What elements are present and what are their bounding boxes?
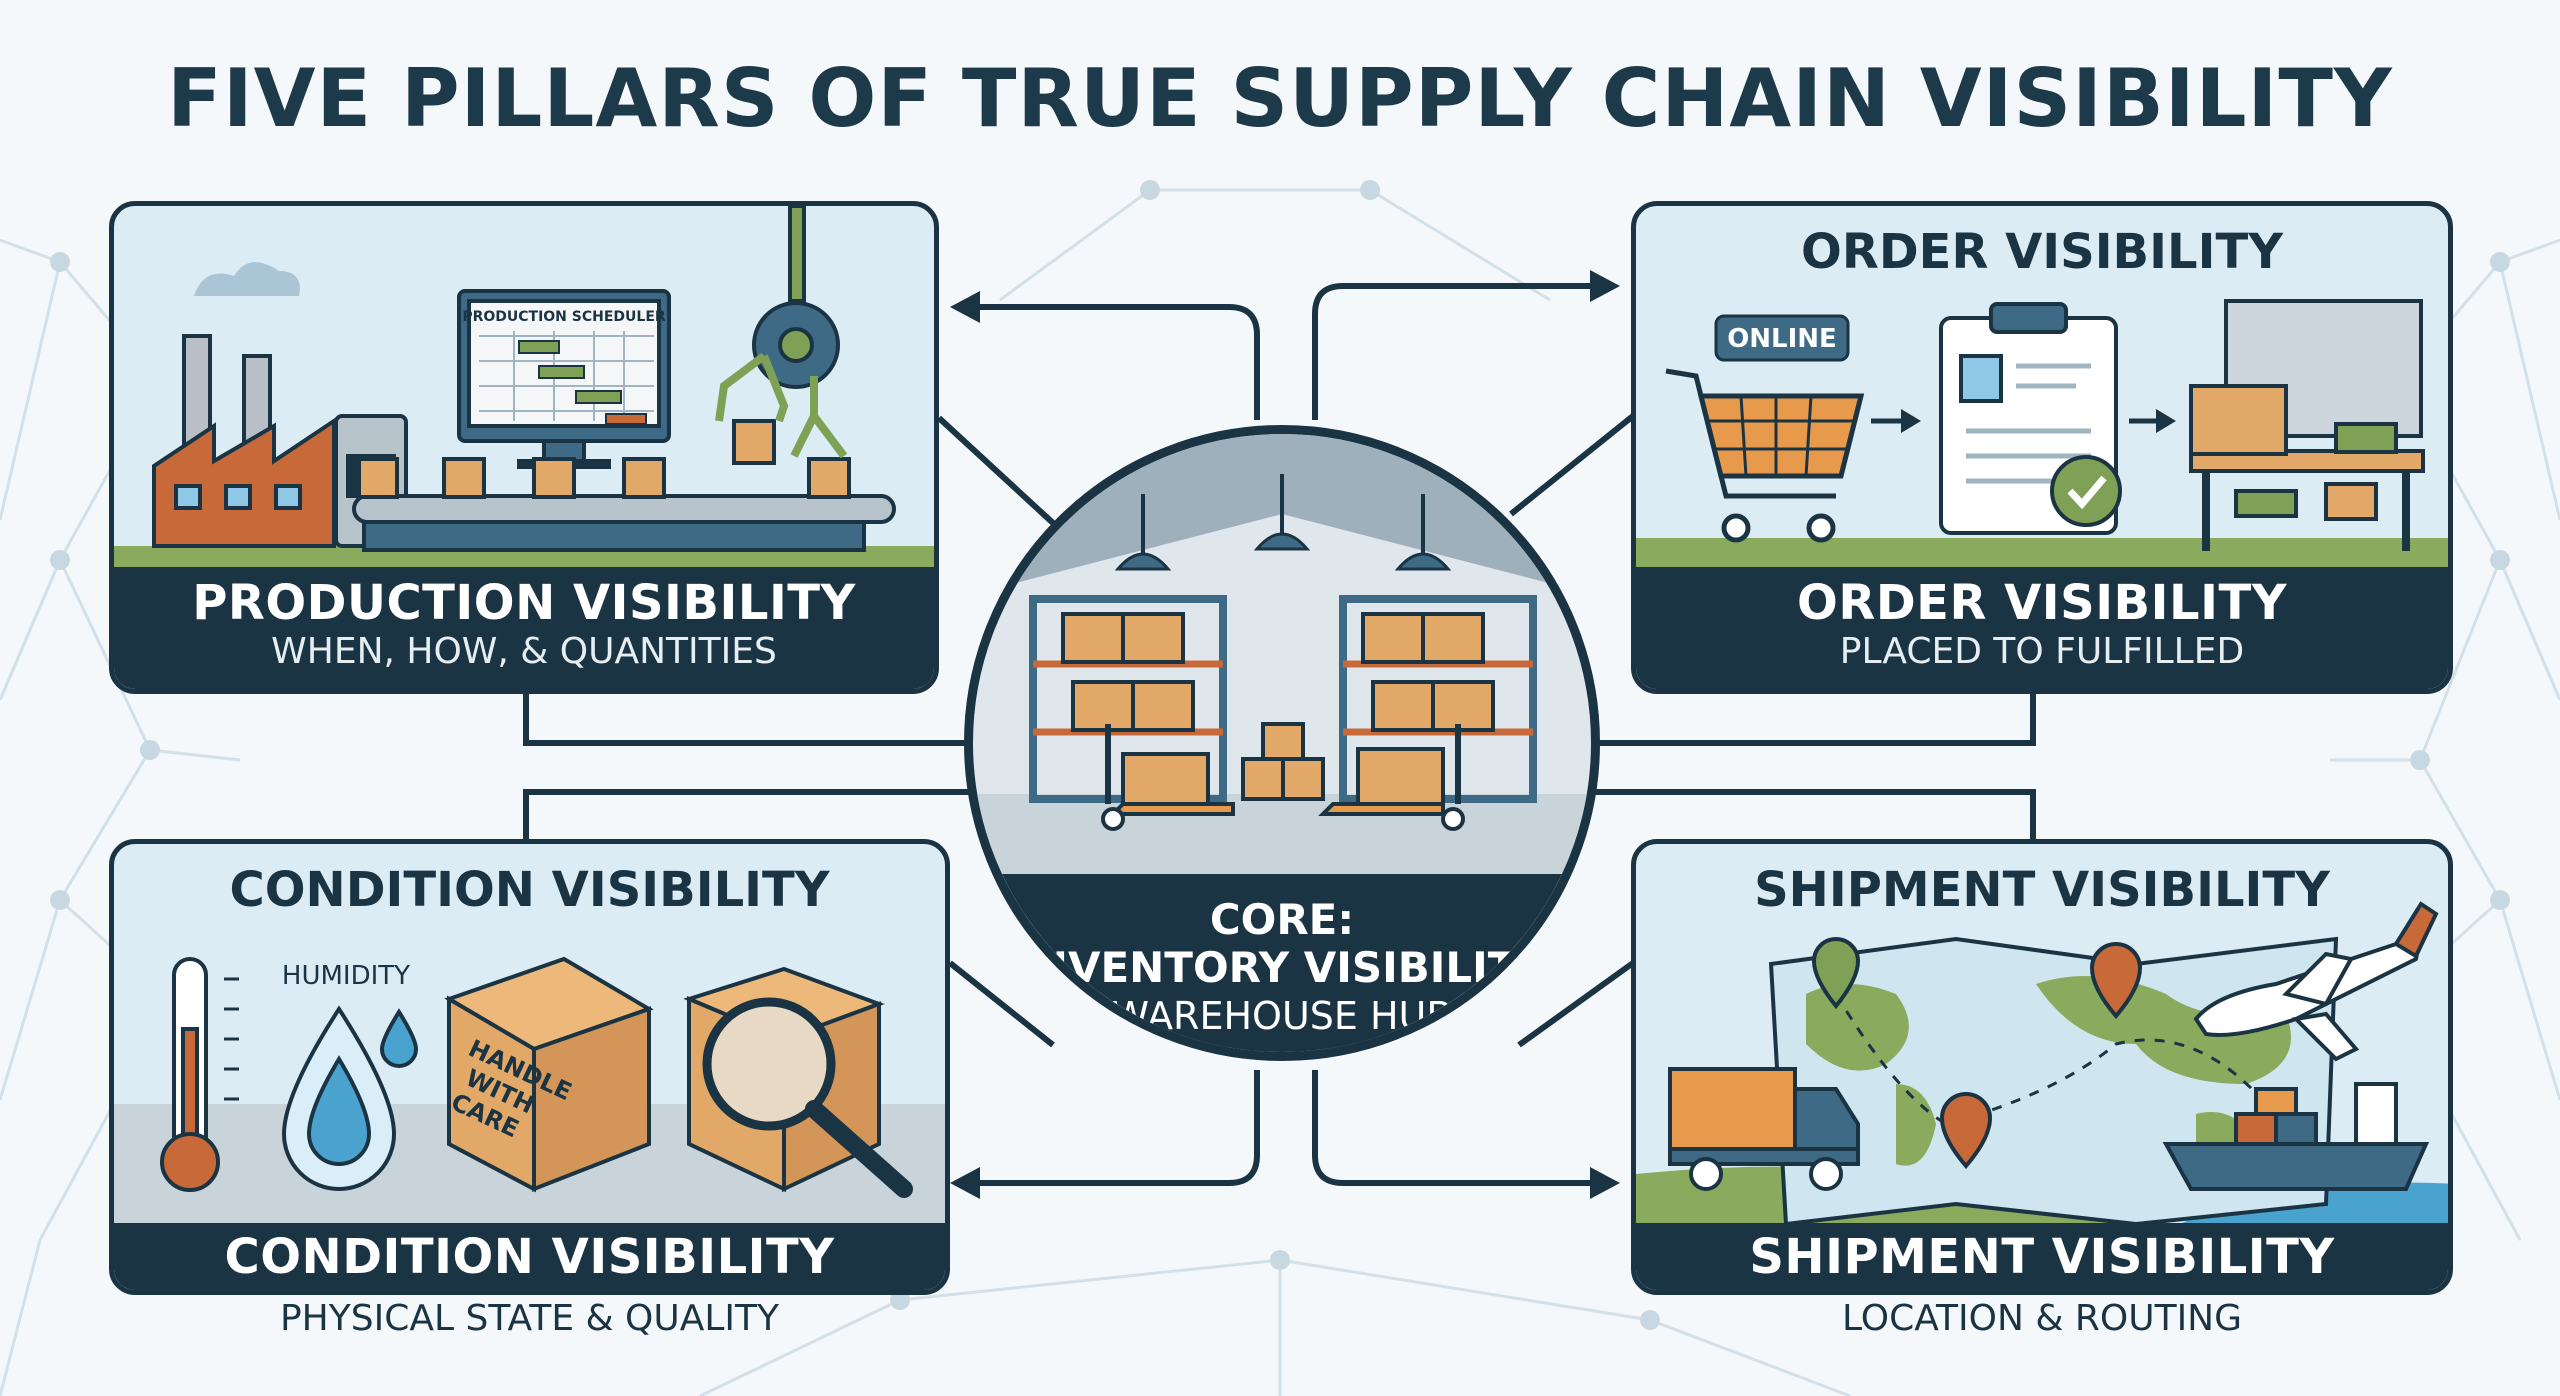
shipment-visibility-panel: SHIPMENT VISIBILITY SHIPMEN bbox=[1631, 839, 2453, 1295]
network-nodes bbox=[50, 180, 2510, 1330]
online-badge-label: ONLINE bbox=[1727, 324, 1837, 354]
shipment-caption: SHIPMENT VISIBILITY bbox=[1636, 1223, 2448, 1290]
page-title: FIVE PILLARS OF TRUE SUPPLY CHAIN VISIBI… bbox=[167, 52, 2393, 145]
shopping-cart-icon bbox=[1665, 368, 1865, 543]
condition-caption: CONDITION VISIBILITY bbox=[114, 1223, 945, 1290]
condition-header: CONDITION VISIBILITY bbox=[229, 862, 830, 918]
arrow-right-icon bbox=[2156, 409, 2176, 433]
condition-visibility-panel: CONDITION VISIBILITY HUMIDITY HANDLE WIT… bbox=[109, 839, 950, 1295]
scheduler-label: PRODUCTION SCHEDULER bbox=[462, 309, 666, 325]
order-illustration: ONLINE bbox=[1636, 299, 2448, 578]
handle-with-care-box-icon: HANDLE WITH CARE bbox=[444, 956, 654, 1193]
production-subtitle: WHEN, HOW, & QUANTITIES bbox=[271, 631, 777, 672]
arrow-right-icon bbox=[1901, 409, 1921, 433]
production-title: PRODUCTION VISIBILITY bbox=[192, 575, 856, 631]
boxes bbox=[357, 419, 851, 499]
shipment-title: SHIPMENT VISIBILITY bbox=[1749, 1229, 2335, 1285]
humidity-label: HUMIDITY bbox=[282, 961, 410, 991]
arrow-left-icon bbox=[950, 291, 980, 323]
production-illustration: PRODUCTION SCHEDULER bbox=[114, 206, 934, 586]
thermometer-icon bbox=[160, 957, 239, 1192]
inventory-hub-circle: CORE: INVENTORY VISIBILITY (WAREHOUSE HU… bbox=[964, 425, 1600, 1061]
hub-subtitle: (WAREHOUSE HUB) bbox=[1096, 994, 1468, 1038]
smoke-cloud-icon bbox=[194, 262, 300, 296]
condition-illustration: HUMIDITY HANDLE WITH CARE bbox=[114, 956, 945, 1234]
location-pin-icon bbox=[1811, 936, 2143, 1170]
ceiling-lamps bbox=[1114, 474, 1452, 571]
pallet-jacks bbox=[1101, 724, 1465, 831]
online-badge bbox=[1714, 314, 1850, 362]
order-subtitle: PLACED TO FULFILLED bbox=[1839, 631, 2245, 672]
arrowheads bbox=[950, 270, 1620, 1199]
robot-arm-gear-icon bbox=[715, 206, 848, 459]
arrow-left-icon bbox=[950, 1167, 980, 1199]
order-visibility-panel: ORDER VISIBILITY ONLINE ORDER VISIB bbox=[1631, 201, 2453, 694]
water-drop-icon bbox=[281, 1005, 419, 1191]
shipment-illustration bbox=[1636, 901, 2448, 1234]
packing-workbench-icon bbox=[2189, 299, 2425, 551]
airplane-icon bbox=[2193, 901, 2439, 1062]
magnifier-inspection-icon bbox=[683, 966, 913, 1198]
hub-caption: CORE: INVENTORY VISIBILITY (WAREHOUSE HU… bbox=[973, 874, 1591, 1052]
condition-subtitle: PHYSICAL STATE & QUALITY bbox=[279, 1298, 780, 1339]
factory-icon bbox=[152, 334, 336, 548]
order-header: ORDER VISIBILITY bbox=[1801, 224, 2283, 280]
clipboard-checklist-icon bbox=[1939, 302, 2122, 535]
scheduler-monitor: PRODUCTION SCHEDULER bbox=[457, 289, 671, 469]
condition-title: CONDITION VISIBILITY bbox=[224, 1229, 835, 1285]
arrow-right-icon bbox=[1590, 1167, 1620, 1199]
arrow-right-icon bbox=[1590, 270, 1620, 302]
storage-racks bbox=[1029, 595, 1537, 806]
order-caption: ORDER VISIBILITY PLACED TO FULFILLED bbox=[1636, 567, 2448, 689]
cargo-ship-icon bbox=[2162, 1082, 2430, 1191]
shipment-header: SHIPMENT VISIBILITY bbox=[1754, 862, 2330, 918]
hub-title: INVENTORY VISIBILITY bbox=[1017, 943, 1547, 992]
order-title: ORDER VISIBILITY bbox=[1797, 575, 2287, 631]
production-visibility-panel: PRODUCTION SCHEDULER PRODUCTION VISIBILI… bbox=[109, 201, 939, 694]
connector-lines bbox=[523, 283, 2036, 1186]
shipment-subtitle: LOCATION & ROUTING bbox=[1841, 1298, 2243, 1339]
truck-icon bbox=[1668, 1067, 1860, 1191]
production-caption: PRODUCTION VISIBILITY WHEN, HOW, & QUANT… bbox=[114, 567, 934, 689]
hub-label-core: CORE: bbox=[1209, 895, 1355, 944]
conveyor-belt bbox=[352, 494, 896, 552]
